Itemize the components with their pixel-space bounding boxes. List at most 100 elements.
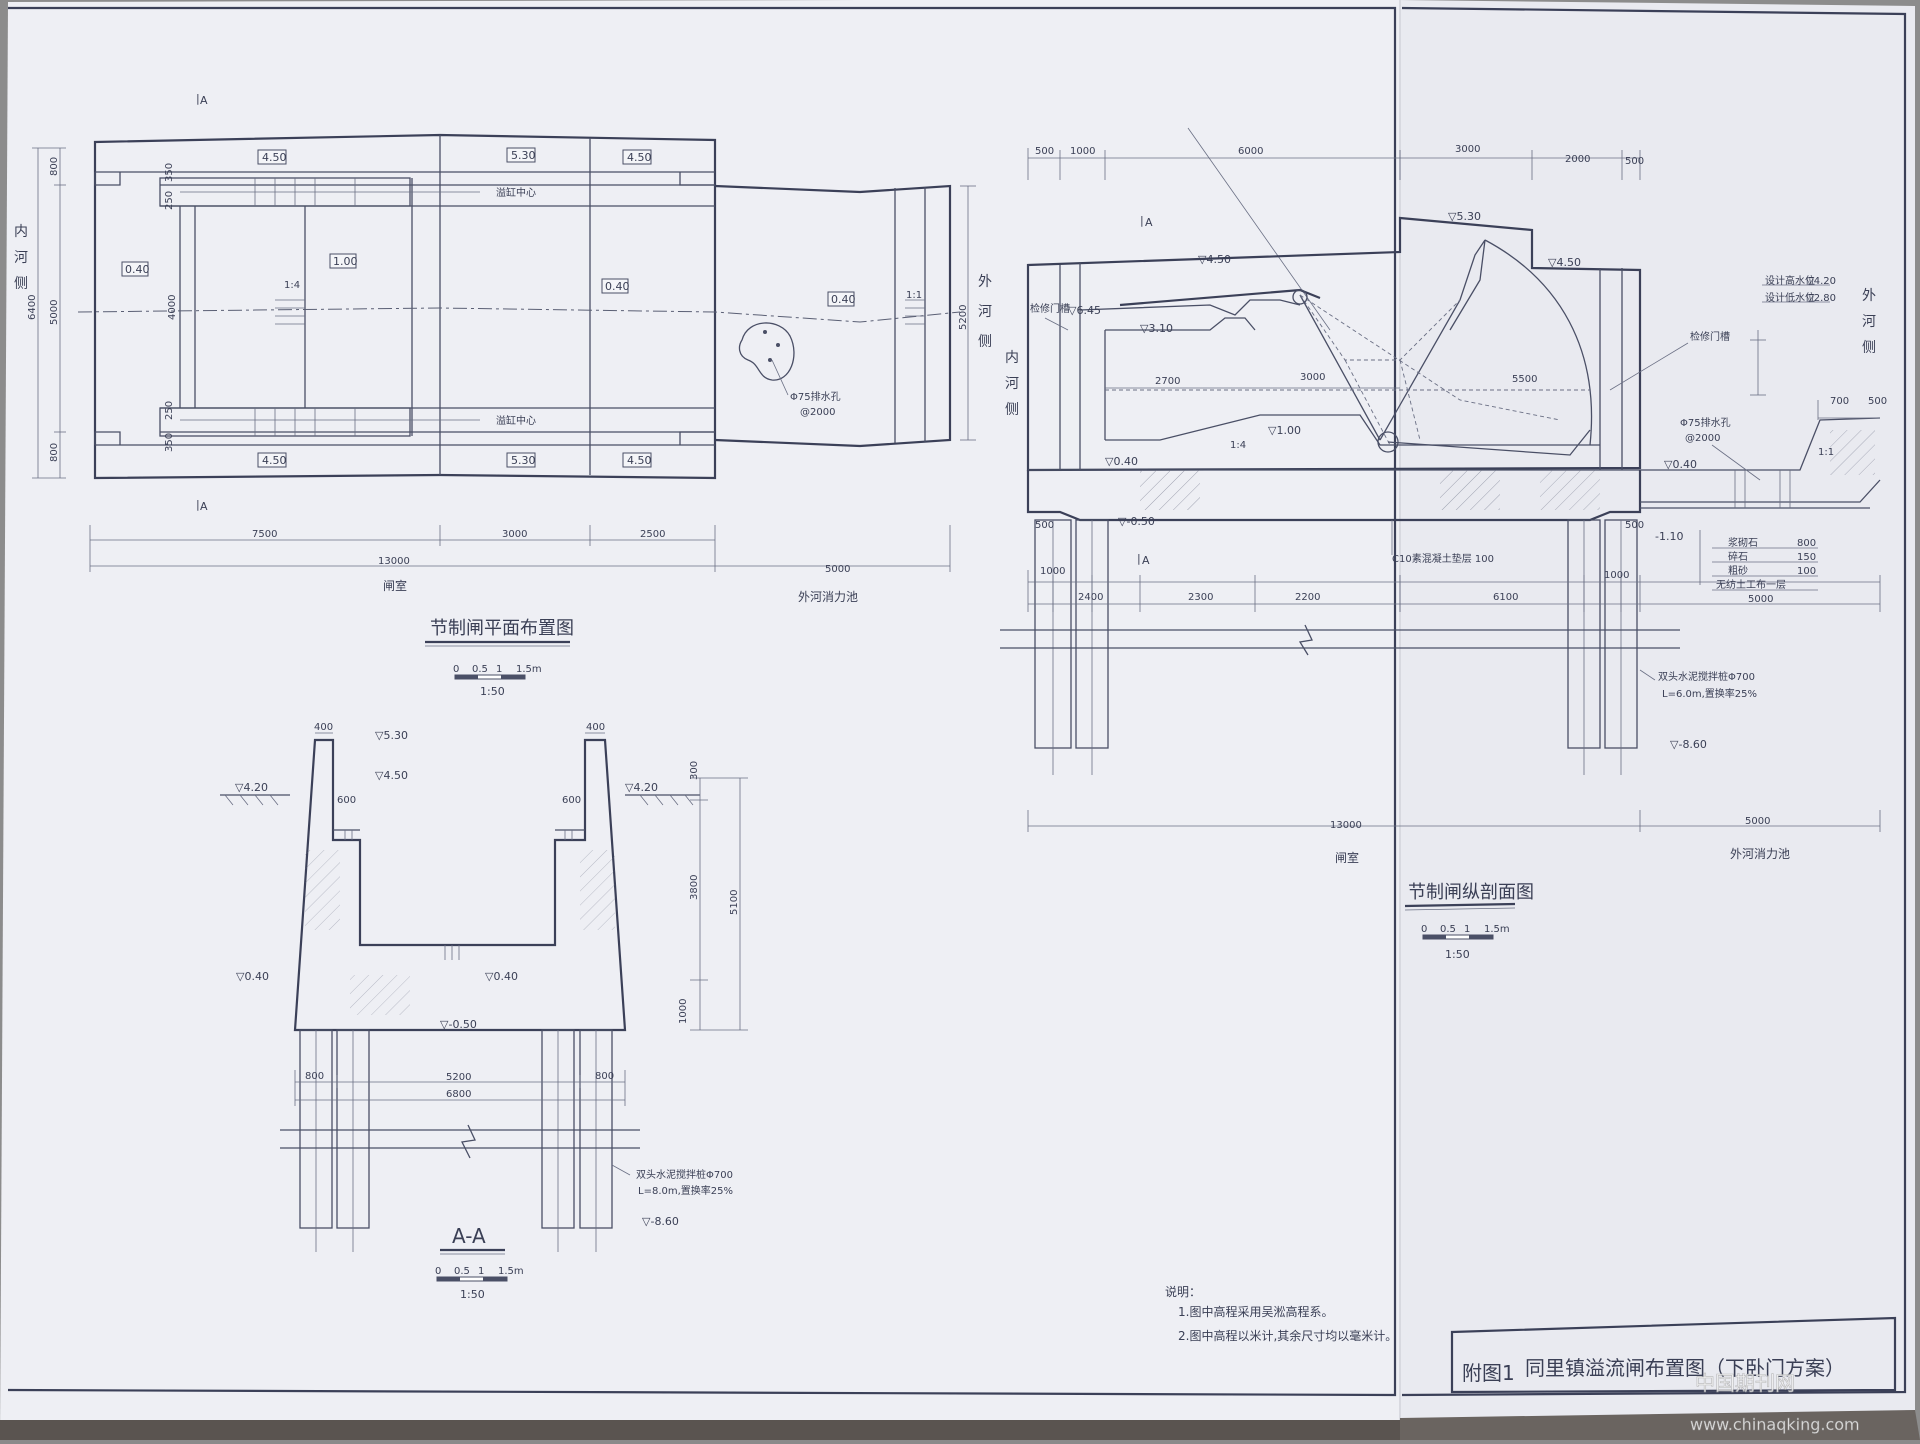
section-view: 500 1000 6000 3000 2000 500 | A | A bbox=[1000, 127, 1887, 961]
aa-dim-3800: 3800 bbox=[689, 875, 700, 900]
section-inner-side-c1: 内 bbox=[1005, 350, 1019, 366]
section-outer-side-c1: 外 bbox=[1862, 288, 1876, 304]
section-elev-040-right: ▽0.40 bbox=[1664, 458, 1697, 471]
section-inner-side-c3: 侧 bbox=[1005, 402, 1019, 418]
plan-dim-side-a-top: 350 bbox=[164, 163, 175, 182]
aa-dim-6800: 6800 bbox=[446, 1089, 471, 1100]
plan-dim-vert-bot: 800 bbox=[49, 443, 60, 462]
section-elev-450-left: ▽4.50 bbox=[1198, 253, 1231, 266]
aa-dim-5200: 5200 bbox=[446, 1072, 471, 1083]
aa-title: A-A bbox=[452, 1224, 486, 1248]
section-pile-dim-3: 2300 bbox=[1188, 592, 1213, 603]
plan-elev-top-right: 4.50 bbox=[627, 151, 652, 164]
svg-text:|: | bbox=[196, 498, 200, 511]
paper-left bbox=[0, 0, 1400, 1440]
section-slope-outer: 1:1 bbox=[1818, 447, 1834, 458]
aa-dim-600-l: 600 bbox=[337, 795, 356, 806]
plan-slope-inner: 1:4 bbox=[284, 280, 300, 291]
section-pile-dim-4: 2200 bbox=[1295, 592, 1320, 603]
plan-dim-side-b-top: 250 bbox=[164, 191, 175, 210]
plan-inner-side-c3: 侧 bbox=[14, 276, 28, 292]
plan-scale-tick-1: 0.5 bbox=[472, 664, 488, 675]
aa-scale: 1:50 bbox=[460, 1288, 485, 1301]
plan-elev-floor-pool: 0.40 bbox=[831, 293, 856, 306]
plan-scale-tick-2: 1 bbox=[496, 664, 502, 675]
section-dim-pool: 5000 bbox=[1745, 816, 1770, 827]
section-dim-total: 13000 bbox=[1330, 820, 1362, 831]
section-pile-dim-2: 2400 bbox=[1078, 592, 1103, 603]
plan-elev-top-mid: 5.30 bbox=[511, 149, 536, 162]
section-elev-530: ▽5.30 bbox=[1448, 210, 1481, 223]
plan-elev-floor-inner: 0.40 bbox=[125, 263, 150, 276]
section-scale-tick-3: 1.5m bbox=[1484, 924, 1510, 935]
section-design-low-val: ▽2.80 bbox=[1806, 293, 1836, 304]
plan-elev-floor-chamber: 0.40 bbox=[605, 280, 630, 293]
aa-dim-800-l: 800 bbox=[305, 1071, 324, 1082]
svg-text:|: | bbox=[1140, 214, 1144, 227]
plan-drain-hole: Φ75排水孔 bbox=[790, 390, 841, 403]
aa-dim-5100: 5100 bbox=[729, 890, 740, 915]
plan-elev-top-left: 4.50 bbox=[262, 151, 287, 164]
section-elev-neg860: ▽-8.60 bbox=[1670, 738, 1707, 751]
plan-pier-center-top: 溢缸中心 bbox=[496, 186, 536, 199]
plan-dim-vert-top: 800 bbox=[49, 157, 60, 176]
aa-scale-tick-1: 0.5 bbox=[454, 1266, 470, 1277]
plan-scale-tick-3: 1.5m bbox=[516, 664, 542, 675]
aa-dim-800-r: 800 bbox=[595, 1071, 614, 1082]
notes: 说明： 1.图中高程采用吴淞高程系。 2.图中高程以米计,其余尺寸均以毫米计。 bbox=[1165, 1284, 1397, 1343]
section-mark-top: A bbox=[1145, 216, 1153, 229]
plan-dim-h2: 3000 bbox=[502, 529, 527, 540]
section-top-dim-1: 1000 bbox=[1070, 146, 1095, 157]
plan-scale-bar: 0 0.5 1 1.5m 1:50 bbox=[453, 664, 542, 698]
plan-outer-side-c3: 侧 bbox=[978, 334, 992, 350]
section-slope: 1:4 bbox=[1230, 440, 1246, 451]
watermark-url: www.chinaqking.com bbox=[1690, 1415, 1860, 1434]
section-elev-100: ▽1.00 bbox=[1268, 424, 1301, 437]
plan-dim-total: 13000 bbox=[378, 556, 410, 567]
plan-dim-h3: 2500 bbox=[640, 529, 665, 540]
section-design-high-val: ▽4.20 bbox=[1806, 276, 1836, 287]
aa-dim-1000: 1000 bbox=[678, 999, 689, 1024]
plan-inner-side-c1: 内 bbox=[14, 224, 28, 240]
section-pile-dim-1: 1000 bbox=[1040, 566, 1065, 577]
paper-bottom-shadow bbox=[0, 1420, 1400, 1440]
title-block-title: 同里镇溢流闸布置图（下卧门方案） bbox=[1525, 1356, 1845, 1380]
aa-elev-040-c: ▽0.40 bbox=[485, 970, 518, 983]
section-layer3: 粗砂 bbox=[1728, 564, 1748, 577]
section-concrete-note: C10素混凝土垫层 100 bbox=[1392, 552, 1494, 565]
plan-dim-vert-total: 6400 bbox=[27, 295, 38, 320]
section-pile-dim-0: 500 bbox=[1035, 520, 1054, 531]
aa-pile-note: 双头水泥搅拌桩Φ700 bbox=[636, 1168, 733, 1181]
section-gate-slot-right: 检修门槽 bbox=[1690, 330, 1730, 343]
plan-dim-side-b-bot: 250 bbox=[164, 401, 175, 420]
section-pile-dim-7: 500 bbox=[1625, 520, 1644, 531]
section-inner-side-c2: 河 bbox=[1005, 376, 1019, 392]
section-scale-bar: 0 0.5 1 1.5m 1:50 bbox=[1421, 924, 1510, 961]
notes-line-1: 1.图中高程采用吴淞高程系。 bbox=[1178, 1304, 1333, 1319]
section-scale-tick-0: 0 bbox=[1421, 924, 1427, 935]
aa-dim-400-r: 400 bbox=[586, 722, 605, 733]
section-layer1: 浆砌石 bbox=[1728, 536, 1758, 549]
plan-pool-outline bbox=[714, 184, 952, 448]
svg-text:|: | bbox=[196, 92, 200, 105]
section-scale-tick-1: 0.5 bbox=[1440, 924, 1456, 935]
section-outer-side-c2: 河 bbox=[1862, 314, 1876, 330]
aa-dim-600-r: 600 bbox=[562, 795, 581, 806]
section-piles bbox=[1000, 519, 1680, 775]
section-elev-645: ▽6.45 bbox=[1068, 304, 1101, 317]
aa-elev-420-r: ▽4.20 bbox=[625, 781, 658, 794]
section-pile-dim-5: 6100 bbox=[1493, 592, 1518, 603]
title-block: 附图1 同里镇溢流闸布置图（下卧门方案） bbox=[1450, 1316, 1897, 1394]
aa-elev-neg050: ▽-0.50 bbox=[440, 1018, 477, 1031]
section-label-pool: 外河消力池 bbox=[1730, 847, 1790, 861]
plan-centerline bbox=[77, 307, 961, 323]
section-gate-slot-left: 检修门槽 bbox=[1030, 302, 1070, 315]
plan-dim-vert-inner: 4000 bbox=[167, 295, 178, 320]
aa-scale-bar: 0 0.5 1 1.5m 1:50 bbox=[435, 1266, 524, 1301]
aa-elev-450: ▽4.50 bbox=[375, 769, 408, 782]
plan-outer-side-c1: 外 bbox=[978, 274, 992, 290]
section-elev-neg050: ▽-0.50 bbox=[1118, 515, 1155, 528]
aa-elev-530: ▽5.30 bbox=[375, 729, 408, 742]
watermark: 中国期刊网 www.chinaqking.com bbox=[1690, 1371, 1860, 1435]
